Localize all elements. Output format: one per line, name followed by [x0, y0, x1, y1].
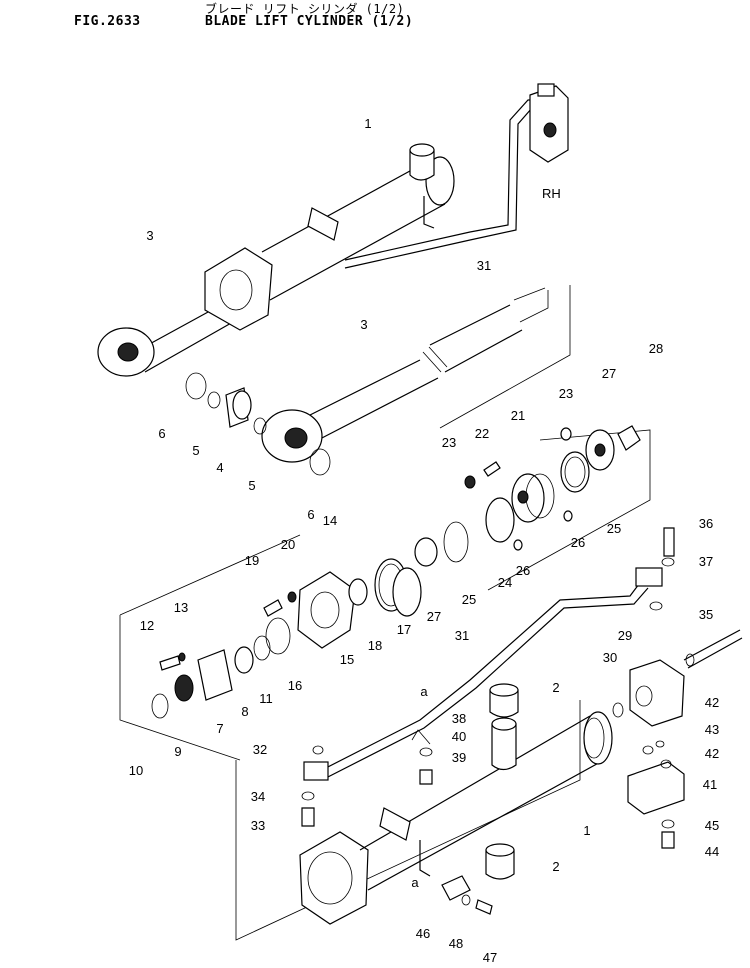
- callout-label: 30: [603, 650, 617, 665]
- callout-label: 14: [323, 513, 337, 528]
- callout-label: 35: [699, 607, 713, 622]
- callout-label: 31: [455, 628, 469, 643]
- side-note-rh: RH: [542, 186, 561, 201]
- callout-label: 24: [498, 575, 512, 590]
- callout-label: 43: [705, 722, 719, 737]
- callout-label: 46: [416, 926, 430, 941]
- callout-label: 20: [281, 537, 295, 552]
- callout-label: 19: [245, 553, 259, 568]
- head-flange-top: [204, 247, 273, 331]
- callout-label: 9: [174, 744, 181, 759]
- barrel-flange: [299, 831, 369, 925]
- callout-label: 23: [559, 386, 573, 401]
- callout-label: 1: [364, 116, 371, 131]
- title-japanese: ブレード リフト シリンダ (1/2): [205, 2, 405, 16]
- callout-label: 22: [475, 426, 489, 441]
- figure-number: FIG.2633: [74, 14, 141, 29]
- callout-label: 33: [251, 818, 265, 833]
- cylinder-barrel-bottom: [235, 527, 743, 941]
- callout-label: 1: [583, 823, 590, 838]
- callout-label: 47: [483, 950, 497, 965]
- callout-label: 26: [516, 563, 530, 578]
- callout-label: 29: [618, 628, 632, 643]
- callout-label: 31: [477, 258, 491, 273]
- callout-label: a: [411, 875, 419, 890]
- piston-rod-exploded: [261, 285, 651, 591]
- gland-parts: [119, 534, 422, 761]
- callout-label: 3: [146, 228, 153, 243]
- callout-label: 21: [511, 408, 525, 423]
- callout-label: 45: [705, 818, 719, 833]
- callout-label: 42: [705, 746, 719, 761]
- callout-label: 8: [241, 704, 248, 719]
- callout-label: 6: [158, 426, 165, 441]
- callout-label: 12: [140, 618, 154, 633]
- callout-label: 39: [452, 750, 466, 765]
- piston-parts: [414, 425, 641, 567]
- callout-label: 26: [571, 535, 585, 550]
- rod-eye-bushing-parts: [185, 372, 331, 476]
- callout-label: 25: [607, 521, 621, 536]
- callout-label: a: [420, 684, 428, 699]
- callout-label: 34: [251, 789, 265, 804]
- callout-label: 18: [368, 638, 382, 653]
- callout-label: 11: [259, 691, 273, 706]
- callout-label: 41: [703, 777, 717, 792]
- callout-label: 44: [705, 844, 719, 859]
- callout-label: 17: [397, 622, 411, 637]
- callout-label: 2: [552, 680, 559, 695]
- callout-label: 40: [452, 729, 466, 744]
- gland-flange: [297, 571, 356, 649]
- callout-label: 36: [699, 516, 713, 531]
- callout-label: 27: [427, 609, 441, 624]
- callout-label: 23: [442, 435, 456, 450]
- callout-label: 10: [129, 763, 143, 778]
- callout-label: 7: [216, 721, 223, 736]
- title-english: BLADE LIFT CYLINDER (1/2): [205, 14, 414, 29]
- callout-label: 4: [216, 460, 223, 475]
- callout-label: 13: [174, 600, 188, 615]
- callout-label: 32: [253, 742, 267, 757]
- callout-label: 27: [602, 366, 616, 381]
- callout-label: 15: [340, 652, 354, 667]
- callout-label: 37: [699, 554, 713, 569]
- callout-label: 6: [307, 507, 314, 522]
- callout-label: 28: [649, 341, 663, 356]
- assembled-cylinder-top: [97, 83, 569, 377]
- callout-label: 25: [462, 592, 476, 607]
- callout-label: 42: [705, 695, 719, 710]
- callout-label: 38: [452, 711, 466, 726]
- callout-label: 5: [192, 443, 199, 458]
- callout-label: 2: [552, 859, 559, 874]
- callout-label: 3: [360, 317, 367, 332]
- callout-label: 48: [449, 936, 463, 951]
- callout-label: 5: [248, 478, 255, 493]
- callout-label: 16: [288, 678, 302, 693]
